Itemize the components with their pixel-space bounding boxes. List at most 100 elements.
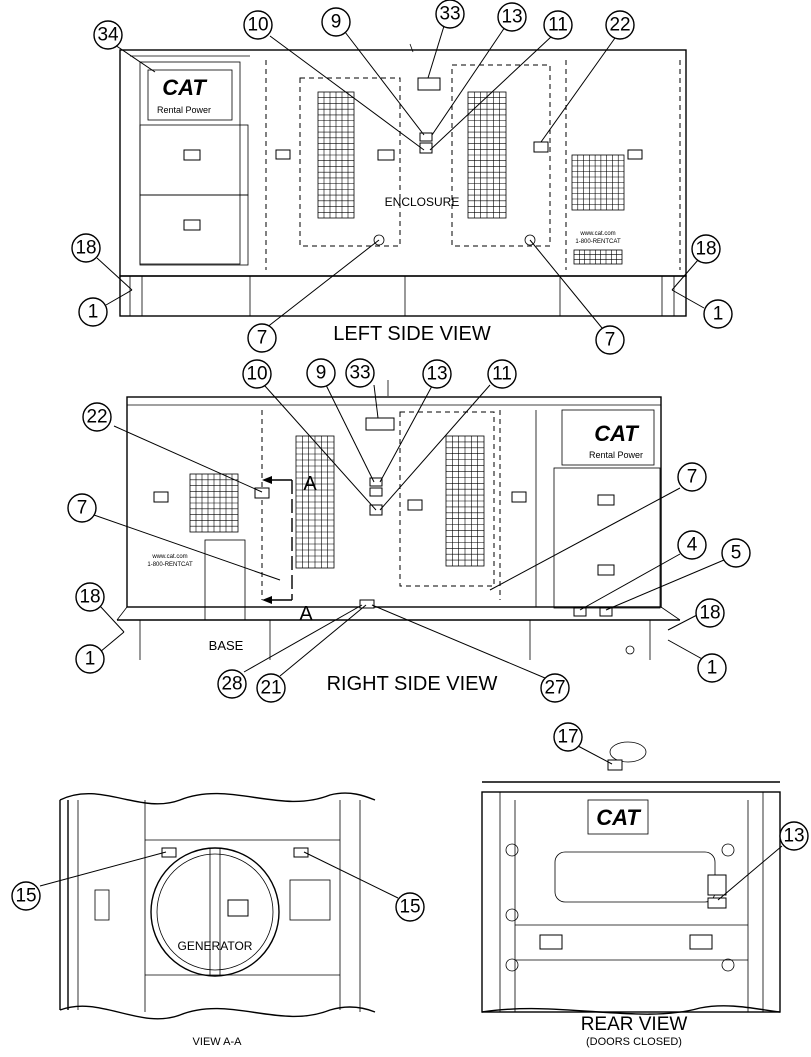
callout-7: 7 xyxy=(67,493,97,523)
svg-text:11: 11 xyxy=(548,15,568,36)
callout-34: 34 xyxy=(93,20,123,50)
svg-text:13: 13 xyxy=(783,826,804,847)
web-info-text: www.cat.com xyxy=(151,554,187,560)
svg-text:28: 28 xyxy=(221,674,242,695)
svg-text:18: 18 xyxy=(75,238,96,259)
generator-label: GENERATOR xyxy=(178,939,253,953)
callout-5: 5 xyxy=(721,538,751,568)
svg-text:21: 21 xyxy=(260,678,281,699)
svg-text:7: 7 xyxy=(605,330,616,351)
svg-text:1: 1 xyxy=(707,658,718,679)
callout-9: 9 xyxy=(321,7,351,37)
callout-21: 21 xyxy=(256,673,286,703)
phone-info-text: 1-800-RENTCAT xyxy=(575,239,621,245)
grille xyxy=(571,154,625,211)
decal-17 xyxy=(607,759,623,771)
callout-18: 18 xyxy=(75,582,105,612)
decal-13 xyxy=(707,897,727,909)
callouts: 34 10 9 33 13 11 22 18 1 7 7 18 1 10 9 3… xyxy=(11,0,809,922)
rental-power-tagline: Rental Power xyxy=(589,450,643,460)
svg-text:33: 33 xyxy=(439,4,460,25)
decal-33 xyxy=(417,77,441,91)
callout-1: 1 xyxy=(75,644,105,674)
callout-1: 1 xyxy=(697,653,727,683)
grille xyxy=(467,91,507,219)
decal-33 xyxy=(365,417,395,431)
callout-28: 28 xyxy=(217,669,247,699)
svg-text:11: 11 xyxy=(492,364,512,385)
svg-text:13: 13 xyxy=(501,7,522,28)
svg-text:1: 1 xyxy=(713,304,724,325)
left-side-view-title: LEFT SIDE VIEW xyxy=(333,323,491,345)
callout-22: 22 xyxy=(605,10,635,40)
cat-rental-power-decal: CAT Rental Power xyxy=(553,409,661,617)
callout-18: 18 xyxy=(695,598,725,628)
grille xyxy=(573,249,623,265)
svg-text:18: 18 xyxy=(699,603,720,624)
decal-15 xyxy=(293,847,309,858)
svg-text:18: 18 xyxy=(79,587,100,608)
left-side-view: CAT Rental Power ENCLOSURE www.cat.com 1… xyxy=(119,43,687,345)
callout-17: 17 xyxy=(553,722,583,752)
base-label: BASE xyxy=(209,638,244,653)
svg-text:13: 13 xyxy=(426,364,447,385)
cat-logo: CAT xyxy=(596,805,641,830)
callout-18: 18 xyxy=(71,233,101,263)
svg-text:10: 10 xyxy=(247,15,268,36)
enclosure-label: ENCLOSURE xyxy=(385,195,460,209)
cat-logo-rear: CAT xyxy=(587,799,649,835)
svg-text:33: 33 xyxy=(349,363,370,384)
callout-7: 7 xyxy=(247,323,277,353)
callout-13: 13 xyxy=(779,821,809,851)
section-a-label-bottom: A xyxy=(299,603,313,625)
right-side-view: www.cat.com 1-800-RENTCAT A A CAT Rental xyxy=(116,380,681,695)
svg-text:22: 22 xyxy=(609,15,630,36)
view-a-a-title: VIEW A-A xyxy=(193,1036,243,1048)
callout-15: 15 xyxy=(395,892,425,922)
svg-text:7: 7 xyxy=(687,467,698,488)
view-a-a: GENERATOR VIEW A-A xyxy=(59,792,376,1048)
phone-info-text: 1-800-RENTCAT xyxy=(147,562,193,568)
rear-view-note: (DOORS CLOSED) xyxy=(586,1036,682,1048)
decal-22 xyxy=(533,141,549,153)
decal-15 xyxy=(161,847,177,858)
svg-text:5: 5 xyxy=(731,543,742,564)
svg-text:15: 15 xyxy=(15,886,36,907)
rental-power-tagline: Rental Power xyxy=(157,105,211,115)
callout-33: 33 xyxy=(435,0,465,29)
cat-logo: CAT xyxy=(594,421,639,446)
svg-text:9: 9 xyxy=(316,363,327,384)
callout-4: 4 xyxy=(677,530,707,560)
decal-5 xyxy=(599,607,613,617)
svg-text:4: 4 xyxy=(687,535,698,556)
grille xyxy=(295,435,335,569)
web-info-text: www.cat.com xyxy=(579,231,615,237)
rear-view-title: REAR VIEW xyxy=(581,1014,688,1035)
rear-view: CAT REAR VIEW (DOORS CLOSED) xyxy=(481,741,781,1048)
callout-10: 10 xyxy=(242,359,272,389)
callout-18: 18 xyxy=(691,234,721,264)
grille xyxy=(189,473,239,533)
callout-9: 9 xyxy=(306,358,336,388)
callout-11: 11 xyxy=(543,10,573,40)
callout-1: 1 xyxy=(703,299,733,329)
callout-7: 7 xyxy=(595,325,625,355)
cat-logo: CAT xyxy=(162,75,207,100)
callout-1: 1 xyxy=(78,297,108,327)
callout-10: 10 xyxy=(243,10,273,40)
svg-text:1: 1 xyxy=(85,649,96,670)
callout-22: 22 xyxy=(82,402,112,432)
svg-text:27: 27 xyxy=(544,678,565,699)
section-a-marker: A A xyxy=(262,473,317,625)
svg-text:1: 1 xyxy=(88,302,99,323)
leader-lines xyxy=(39,25,783,901)
decal-28-21-27 xyxy=(359,599,375,609)
svg-text:10: 10 xyxy=(246,364,267,385)
svg-text:34: 34 xyxy=(97,25,119,46)
callout-15: 15 xyxy=(11,881,41,911)
svg-text:22: 22 xyxy=(86,407,107,428)
right-side-view-title: RIGHT SIDE VIEW xyxy=(327,673,498,695)
svg-text:7: 7 xyxy=(77,498,88,519)
callout-11: 11 xyxy=(487,359,517,389)
